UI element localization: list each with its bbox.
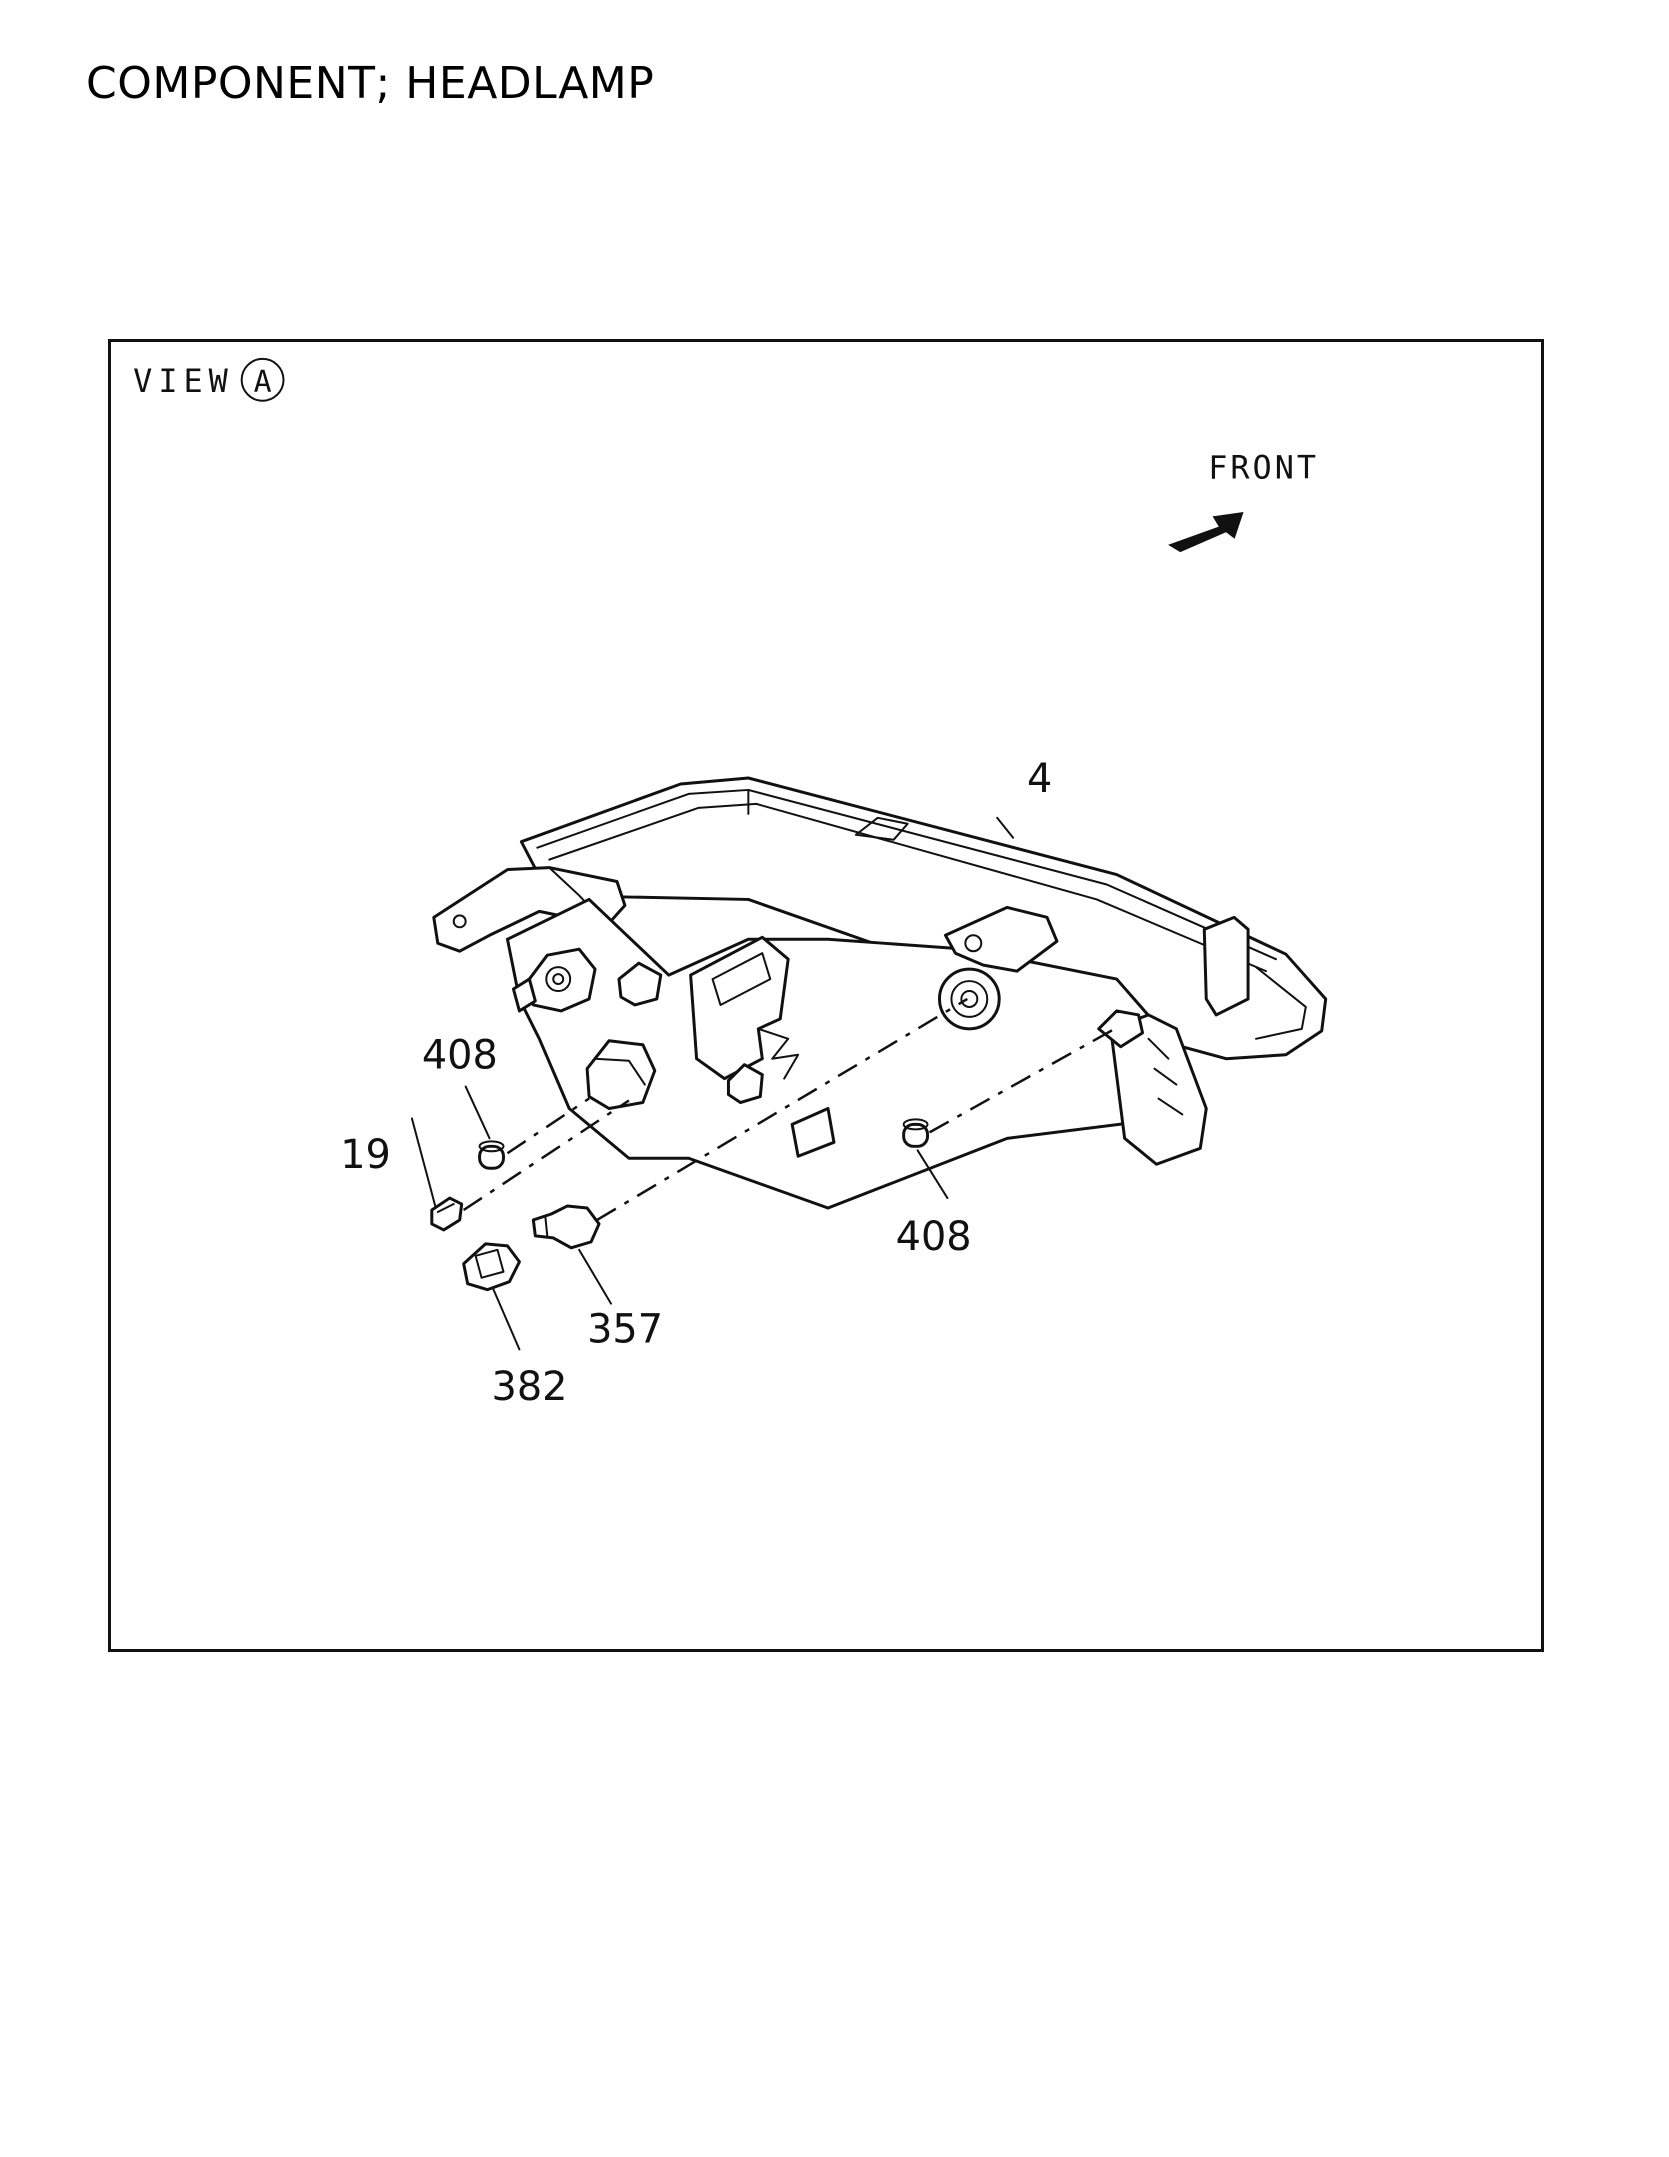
front-label: FRONT — [1208, 448, 1319, 486]
callout-19: 19 — [340, 1132, 391, 1178]
front-arrow-icon — [1168, 512, 1244, 553]
leader-4 — [996, 816, 1015, 839]
callout-408-right: 408 — [896, 1214, 972, 1260]
leader-19 — [410, 1117, 437, 1210]
clip-19 — [430, 1196, 464, 1232]
leader-357 — [578, 1248, 612, 1305]
leader-408-left — [464, 1085, 491, 1140]
callout-4: 4 — [1027, 756, 1052, 802]
bulb-357 — [531, 1204, 601, 1250]
grommet-408-right — [902, 1118, 930, 1148]
headlamp-housing — [432, 776, 1328, 1210]
centerline-357 — [596, 997, 968, 1222]
leader-382 — [492, 1288, 521, 1351]
headlamp-exploded-diagram: VIEW A FRONT — [133, 357, 1328, 1410]
callout-408-left: 408 — [422, 1033, 498, 1079]
centerline-408-right — [928, 1027, 1116, 1134]
view-marker: A — [240, 357, 285, 402]
centerline-408-left — [506, 1097, 590, 1155]
page-title: COMPONENT; HEADLAMP — [86, 58, 655, 109]
callout-382: 382 — [492, 1364, 568, 1410]
callout-357: 357 — [587, 1306, 663, 1352]
grommet-408-left — [478, 1140, 505, 1170]
diagram-frame: VIEW A FRONT — [108, 339, 1544, 1652]
leader-408-right — [916, 1149, 949, 1200]
centerline-19 — [462, 1099, 630, 1212]
view-label: VIEW — [133, 362, 234, 400]
socket-382 — [462, 1242, 521, 1292]
view-marker-letter: A — [254, 365, 272, 400]
